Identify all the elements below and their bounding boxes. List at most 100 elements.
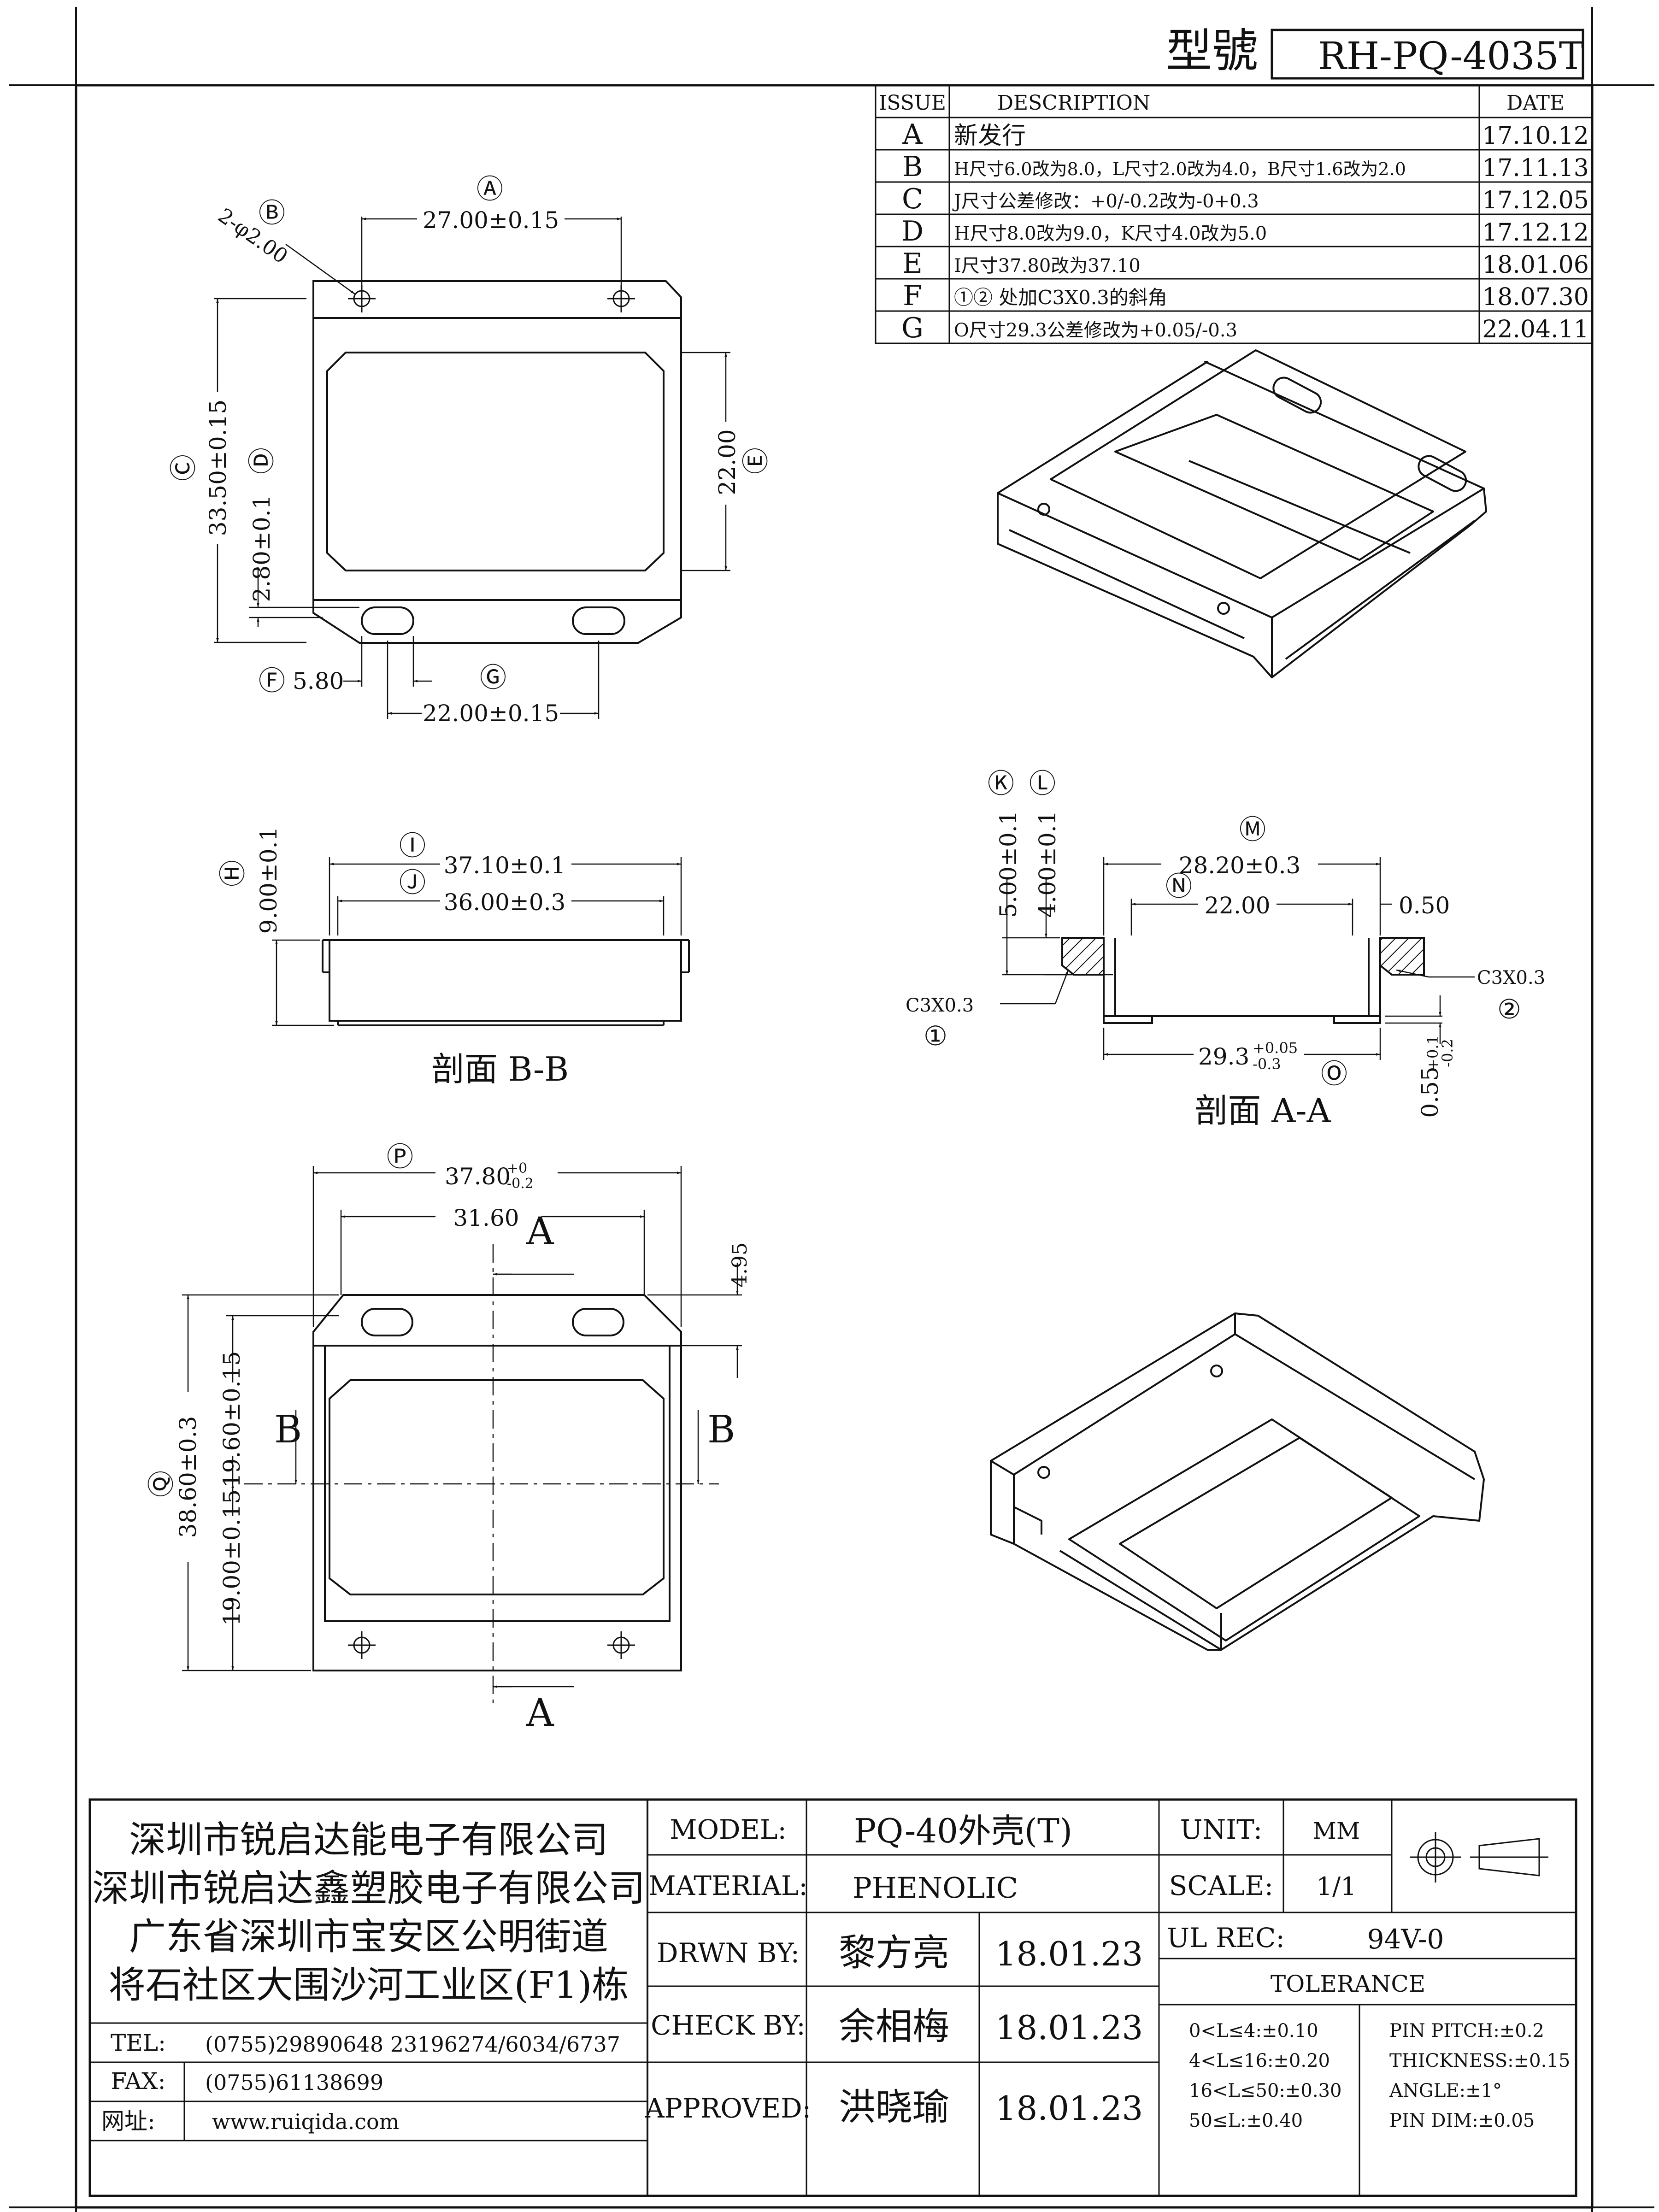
section-aa-drawing: [1061, 937, 1425, 1024]
bottom-view-dimension-lines: [182, 1166, 742, 1688]
rev-date: 18.07.30: [1482, 283, 1589, 311]
rev-issue: C: [902, 183, 923, 215]
dim-label-l: Ⓛ: [1029, 768, 1056, 799]
model-number-box: 型號 RH-PQ-4035T: [1166, 24, 1584, 80]
dim-label-o: Ⓞ: [1321, 1058, 1347, 1089]
dim-a-text: 27.00±0.15: [423, 207, 559, 234]
tol-left-4: 50≤L:±0.40: [1189, 2110, 1303, 2131]
chamfer-right-text: C3X0.3: [1477, 967, 1545, 988]
dim-j-text: 36.00±0.3: [444, 889, 566, 916]
dim-m-text: 28.20±0.3: [1179, 852, 1301, 879]
dim-label-n: Ⓝ: [1165, 871, 1192, 902]
section-bb-caption: 剖面 B-B: [431, 1050, 569, 1088]
dim-label-c: Ⓒ: [168, 454, 199, 481]
top-view-dimension-lines: [214, 217, 730, 719]
company-line-2: 深圳市锐启达鑫塑胶电子有限公司: [92, 1867, 645, 1910]
rev-date: 22.04.11: [1482, 316, 1589, 343]
dim-foot-tol-dn: -0.2: [1439, 1039, 1456, 1067]
approved-name: 洪晓瑜: [839, 2086, 949, 2129]
unit-label: UNIT:: [1180, 1814, 1263, 1845]
rev-issue: E: [902, 247, 923, 280]
dim-label-e: Ⓔ: [740, 447, 771, 474]
sheet-border: [75, 84, 1594, 2209]
bottom-view-holes: [348, 1631, 635, 1659]
approved-label: APPROVED:: [645, 2093, 811, 2124]
dim-edge-text: 4.95: [728, 1242, 752, 1288]
dim-p-tol-up: +0: [507, 1160, 527, 1177]
rev-desc: I尺寸37.80改为37.10: [954, 255, 1141, 276]
dim-label-k: Ⓚ: [988, 768, 1014, 799]
dim-k-text: 5.00±0.1: [995, 811, 1022, 918]
dim-label-d: Ⓓ: [246, 447, 277, 474]
drawn-name: 黎方亮: [839, 1931, 949, 1974]
dim-label-g: Ⓖ: [480, 662, 506, 693]
rev-issue: D: [901, 215, 924, 247]
revision-rows: A 新发行 17.10.12 B H尺寸6.0改为8.0，L尺寸2.0改为4.0…: [901, 118, 1589, 344]
dim-label-m: Ⓜ: [1239, 814, 1266, 845]
section-a-top-label: A: [526, 1210, 554, 1253]
dim-l-text: 4.00±0.1: [1034, 811, 1061, 918]
dim-label-h: Ⓗ: [217, 860, 248, 887]
projection-symbol-icon: [1410, 1832, 1548, 1883]
dim-foot-text: 0.55: [1417, 1066, 1443, 1118]
rev-date: 18.01.06: [1482, 251, 1589, 279]
title-block-lines: [88, 1798, 1577, 2197]
dim-n-text: 22.00: [1204, 892, 1270, 919]
dim-label-i: Ⓘ: [399, 830, 426, 861]
ul-value: 94V-0: [1367, 1924, 1444, 1955]
dim-i-text: 37.10±0.1: [444, 852, 566, 879]
tel-value: (0755)29890648 23196274/6034/6737: [205, 2032, 620, 2057]
bottom-view-centerlines: [244, 1244, 719, 1705]
chamfer-right-mark: ②: [1497, 994, 1521, 1025]
tol-left-3: 16<L≤50:±0.30: [1189, 2080, 1341, 2101]
dim-d-text: 2.80±0.1: [248, 495, 275, 602]
revision-table: [875, 84, 1593, 344]
dim-o-tol-up: +0.05: [1253, 1039, 1298, 1057]
dim-p-tol-dn: -0.2: [507, 1176, 534, 1192]
dim-lower-text: 19.00±0.15: [218, 1489, 245, 1626]
dim-h-text: 9.00±0.1: [255, 827, 282, 934]
rev-issue: F: [903, 280, 922, 312]
isometric-view-bottom: [990, 1312, 1485, 1651]
check-date: 18.01.23: [995, 2008, 1143, 2047]
bottom-view-labels: Ⓟ 37.80 +0 -0.2 31.60 4.95 Ⓠ 38.60±0.3 1…: [146, 1141, 752, 1735]
revision-headers: ISSUE DESCRIPTION DATE: [879, 91, 1565, 115]
dim-q-text: 38.60±0.3: [175, 1416, 201, 1538]
dim-upper-text: 19.60±0.15: [218, 1351, 245, 1488]
rev-issue: G: [901, 312, 924, 344]
scale-value: 1/1: [1317, 1872, 1357, 1901]
rev-date: 17.10.12: [1482, 122, 1589, 150]
tol-left-1: 0<L≤4:±0.10: [1189, 2020, 1318, 2041]
tol-right-4: PIN DIM:±0.05: [1389, 2110, 1535, 2131]
tol-right-3: ANGLE:±1°: [1389, 2080, 1502, 2101]
dim-o-text: 29.3: [1198, 1043, 1249, 1070]
rev-desc: H尺寸6.0改为8.0，L尺寸2.0改为4.0，B尺寸1.6改为2.0: [954, 159, 1406, 179]
top-view-outline: [312, 280, 682, 644]
model-number-label: 型號: [1166, 24, 1258, 78]
dim-label-q: Ⓠ: [146, 1471, 177, 1497]
company-line-3: 广东省深圳市宝安区公明街道: [129, 1915, 608, 1958]
tol-right-2: THICKNESS:±0.15: [1389, 2050, 1570, 2071]
check-label: CHECK BY:: [651, 2010, 806, 2041]
section-a-bottom-label: A: [526, 1691, 554, 1735]
dim-inner-width-text: 31.60: [453, 1205, 519, 1231]
dim-label-p: Ⓟ: [387, 1141, 413, 1172]
top-view-holes: [348, 285, 635, 312]
isometric-view-top: [997, 349, 1487, 678]
dim-c-text: 33.50±0.15: [205, 400, 231, 536]
fax-value: (0755)61138699: [205, 2070, 383, 2095]
dim-o-tol-dn: -0.3: [1253, 1055, 1281, 1073]
dim-wall-text: 0.50: [1399, 892, 1450, 919]
unit-value: MM: [1313, 1818, 1360, 1844]
tel-label: TEL:: [111, 2030, 166, 2056]
tolerance-title: TOLERANCE: [1271, 1971, 1425, 1997]
bottom-view-outline: [312, 1294, 682, 1671]
title-block-right: UNIT: MM SCALE: 1/1 UL REC: 94V-0 TOLERA…: [1167, 1814, 1570, 2131]
rev-header-description: DESCRIPTION: [997, 91, 1151, 115]
rev-header-issue: ISSUE: [879, 91, 946, 115]
approved-date: 18.01.23: [995, 2089, 1143, 2128]
tol-right-1: PIN PITCH:±0.2: [1389, 2020, 1544, 2041]
section-bb-dimension-lines: [272, 857, 682, 1026]
chamfer-left-mark: ①: [924, 1020, 947, 1052]
section-aa-dimension-lines: [1000, 857, 1475, 1060]
